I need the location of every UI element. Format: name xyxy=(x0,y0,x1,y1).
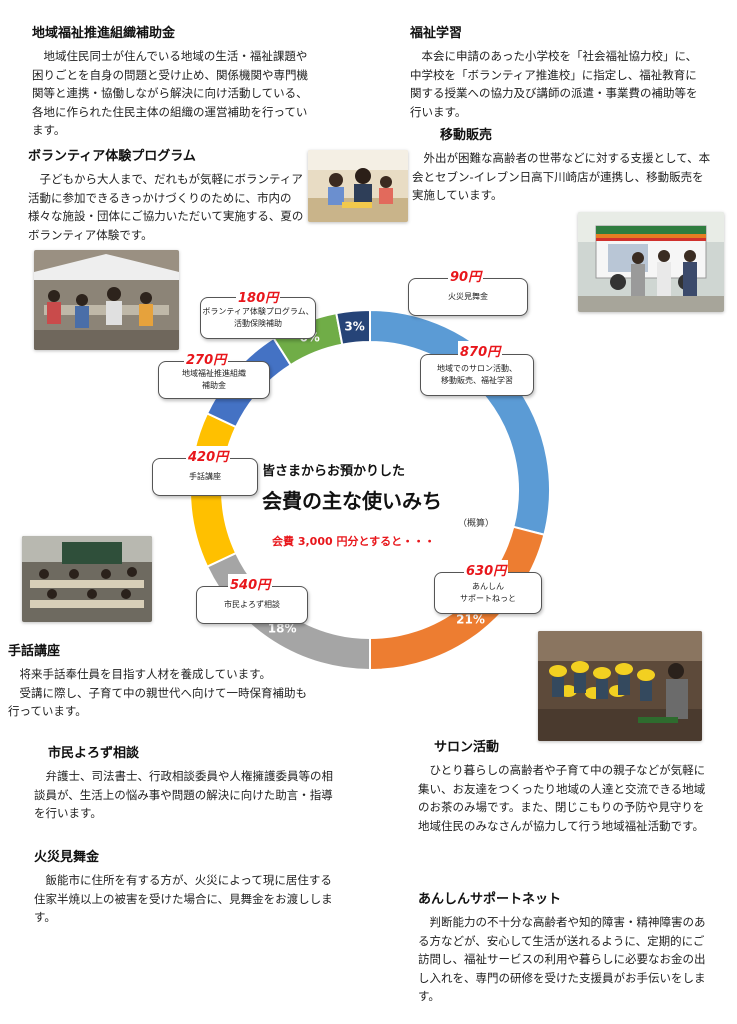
section-shuwa: 手話講座 将来手話奉仕員を目指す人材を養成しています。 受講に際し、子育て中の親… xyxy=(8,640,308,721)
section-anshin: あんしんサポートネット 判断能力の不十分な高齢者や知的障害・精神障害のある方など… xyxy=(418,888,710,1006)
section-body: 弁護士、司法書士、行政相談委員や人権擁護委員等の相談員が、生活上の悩み事や問題の… xyxy=(34,769,333,820)
amount-90: 90円 xyxy=(448,266,484,285)
section-title: あんしんサポートネット xyxy=(418,892,562,907)
sign-language-photo xyxy=(22,536,152,622)
section-title: 市民よろず相談 xyxy=(48,746,140,761)
callout-line: あんしん xyxy=(472,582,504,591)
callout-line: 手話講座 xyxy=(189,472,221,481)
amount-870: 870円 xyxy=(458,341,503,360)
section-title: 地域福祉推進組織補助金 xyxy=(32,26,176,41)
section-body: 地域住民同士が住んでいる地域の生活・福祉課題や困りごとを自身の問題と受け止め、関… xyxy=(32,49,308,137)
section-body: 受講に際し、子育て中の親世代へ向けて一時保育補助も行っています。 xyxy=(8,685,307,719)
callout-line: 地域福祉推進組織 xyxy=(182,369,246,378)
donut-pct-label-2: 18% xyxy=(268,621,297,635)
donut-pct-label-6: 3% xyxy=(344,320,364,334)
section-body: 将来手話奉仕員を目指す人材を養成しています。 xyxy=(19,667,272,681)
callout-line: 火災見舞金 xyxy=(448,292,488,301)
callout-line: 活動保険補助 xyxy=(234,319,282,328)
center-line1: 皆さまからお預かりした xyxy=(262,464,406,479)
section-title: ボランティア体験プログラム xyxy=(28,149,196,164)
section-body: 子どもから大人まで、だれもが気軽にボランティア活動に参加できるきっかけづくりのた… xyxy=(28,172,304,242)
amount-540: 540円 xyxy=(228,574,273,593)
donut-pct-label-1: 21% xyxy=(456,613,485,627)
section-salon: サロン活動 ひとり暮らしの高齢者や子育て中の親子などが気軽に集い、お友達をつくっ… xyxy=(418,736,708,835)
amount-180: 180円 xyxy=(236,287,281,306)
volunteer-tent-photo xyxy=(34,250,179,350)
callout-line: サポートねっと xyxy=(460,594,516,603)
callout-420: 手話講座 xyxy=(152,458,258,496)
center-assumption: 会費 3,000 円分とすると・・・ xyxy=(272,535,436,548)
section-title: 火災見舞金 xyxy=(34,850,100,865)
section-title: 手話講座 xyxy=(8,644,61,659)
section-body: 飯能市に住所を有する方が、火災によって現に居住する住家半焼以上の被害を受けた場合… xyxy=(34,873,333,924)
center-note: （概算） xyxy=(457,519,494,529)
section-gakushu: 福祉学習 本会に申請のあった小学校を「社会福祉協力校」に、中学校を「ボランティア… xyxy=(410,22,700,121)
salon-activity-photo xyxy=(538,631,702,741)
section-idou: 移動販売 外出が困難な高齢者の世帯などに対する支援として、本会とセブン‐イレブン… xyxy=(412,124,712,205)
volunteer-kids-photo xyxy=(308,150,408,222)
callout-line: 移動販売、福祉学習 xyxy=(441,376,513,385)
callout-870: 地域でのサロン活動、 移動販売、福祉学習 xyxy=(420,354,534,396)
section-body: 本会に申請のあった小学校を「社会福祉協力校」に、中学校を「ボランティア推進校」に… xyxy=(410,49,698,119)
callout-line: 市民よろず相談 xyxy=(224,600,280,609)
section-chiiki: 地域福祉推進組織補助金 地域住民同士が住んでいる地域の生活・福祉課題や困りごとを… xyxy=(32,22,314,140)
section-title: サロン活動 xyxy=(434,740,500,755)
section-kasai: 火災見舞金 飯能市に住所を有する方が、火災によって現に居住する住家半焼以上の被害… xyxy=(34,846,334,927)
mobile-sales-photo xyxy=(578,212,724,312)
section-body: 判断能力の不十分な高齢者や知的障害・精神障害のある方などが、安心して生活が送れる… xyxy=(418,915,706,1003)
chart-center-title: 皆さまからお預かりした 会費の主な使いみち （概算） 会費 3,000 円分とす… xyxy=(262,460,502,549)
section-title: 福祉学習 xyxy=(410,26,463,41)
center-line2: 会費の主な使いみち xyxy=(262,489,442,513)
donut-slice-6 xyxy=(335,308,371,346)
amount-420: 420円 xyxy=(186,446,231,465)
amount-270: 270円 xyxy=(184,349,229,368)
section-volunteer: ボランティア体験プログラム 子どもから大人まで、だれもが気軽にボランティア活動に… xyxy=(28,145,306,244)
section-body: ひとり暮らしの高齢者や子育て中の親子などが気軽に集い、お友達をつくったり地域の人… xyxy=(418,763,706,833)
section-body: 外出が困難な高齢者の世帯などに対する支援として、本会とセブン‐イレブン日高下川崎… xyxy=(412,151,711,202)
amount-630: 630円 xyxy=(464,560,509,579)
callout-line: 地域でのサロン活動、 xyxy=(437,364,517,373)
callout-line: ボランティア体験プログラム、 xyxy=(202,307,314,316)
section-yorozu: 市民よろず相談 弁護士、司法書士、行政相談委員や人権擁護委員等の相談員が、生活上… xyxy=(34,742,334,823)
callout-line: 補助金 xyxy=(202,381,226,390)
section-title: 移動販売 xyxy=(440,128,493,143)
